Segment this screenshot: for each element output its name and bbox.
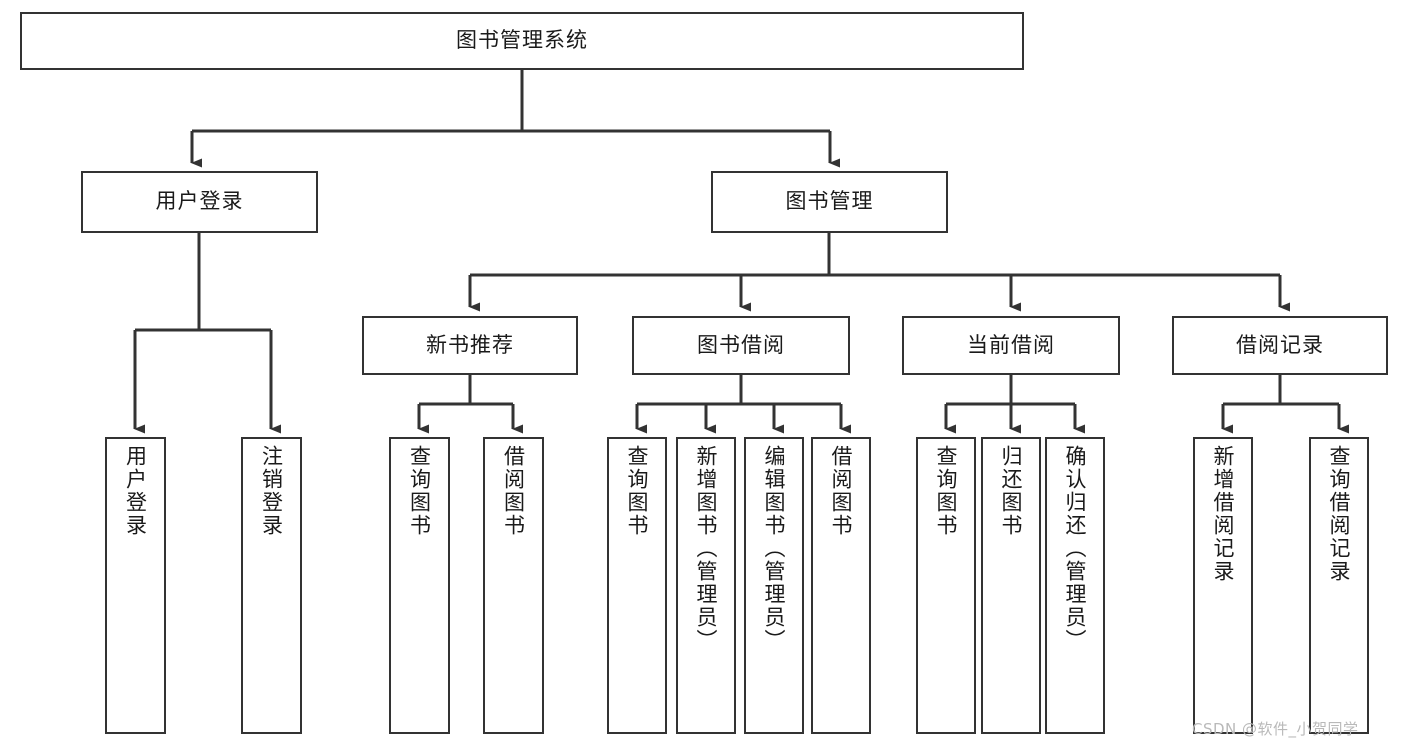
node-leaf-borrow-book-1-label: 借阅图书: [501, 445, 526, 537]
node-book-borrow[interactable]: 图书借阅: [632, 316, 850, 375]
node-leaf-query-book-2[interactable]: 查询图书: [607, 437, 667, 734]
node-leaf-edit-book-label: 编辑图书（管理员）: [762, 445, 787, 652]
node-book-borrow-label: 图书借阅: [697, 332, 785, 357]
csdn-watermark: CSDN @软件_小贺同学: [1192, 720, 1359, 738]
node-leaf-confirm-return[interactable]: 确认归还（管理员）: [1045, 437, 1105, 734]
node-user-login-label: 用户登录: [155, 189, 244, 214]
node-leaf-user-logout[interactable]: 注销登录: [241, 437, 302, 734]
node-book-manage-label: 图书管理: [785, 189, 874, 214]
node-leaf-user-logout-label: 注销登录: [259, 445, 284, 537]
node-leaf-query-book-3[interactable]: 查询图书: [916, 437, 976, 734]
node-leaf-borrow-book-2[interactable]: 借阅图书: [811, 437, 871, 734]
node-user-login[interactable]: 用户登录: [81, 171, 318, 233]
node-leaf-borrow-book-1[interactable]: 借阅图书: [483, 437, 544, 734]
node-leaf-edit-book[interactable]: 编辑图书（管理员）: [744, 437, 804, 734]
node-leaf-query-record[interactable]: 查询借阅记录: [1309, 437, 1369, 734]
node-borrow-record[interactable]: 借阅记录: [1172, 316, 1388, 375]
node-borrow-record-label: 借阅记录: [1236, 332, 1324, 357]
node-leaf-borrow-book-2-label: 借阅图书: [829, 445, 854, 537]
node-new-book-rec[interactable]: 新书推荐: [362, 316, 578, 375]
node-leaf-query-book-3-label: 查询图书: [934, 445, 959, 537]
node-leaf-user-login-label: 用户登录: [123, 445, 148, 537]
node-leaf-return-book[interactable]: 归还图书: [981, 437, 1041, 734]
node-root-label: 图书管理系统: [456, 28, 588, 53]
node-current-borrow[interactable]: 当前借阅: [902, 316, 1120, 375]
node-leaf-query-book-2-label: 查询图书: [625, 445, 650, 537]
node-leaf-return-book-label: 归还图书: [999, 445, 1024, 537]
node-leaf-query-book-1-label: 查询图书: [407, 445, 432, 537]
node-leaf-query-book-1[interactable]: 查询图书: [389, 437, 450, 734]
node-current-borrow-label: 当前借阅: [967, 332, 1055, 357]
node-leaf-add-book[interactable]: 新增图书（管理员）: [676, 437, 736, 734]
node-new-book-rec-label: 新书推荐: [426, 332, 514, 357]
node-leaf-confirm-return-label: 确认归还（管理员）: [1063, 445, 1088, 652]
node-leaf-add-book-label: 新增图书（管理员）: [694, 445, 719, 652]
node-leaf-user-login[interactable]: 用户登录: [105, 437, 166, 734]
node-leaf-add-record-label: 新增借阅记录: [1211, 445, 1236, 583]
node-leaf-add-record[interactable]: 新增借阅记录: [1193, 437, 1253, 734]
node-root[interactable]: 图书管理系统: [20, 12, 1024, 70]
node-leaf-query-record-label: 查询借阅记录: [1327, 445, 1352, 583]
node-book-manage[interactable]: 图书管理: [711, 171, 948, 233]
